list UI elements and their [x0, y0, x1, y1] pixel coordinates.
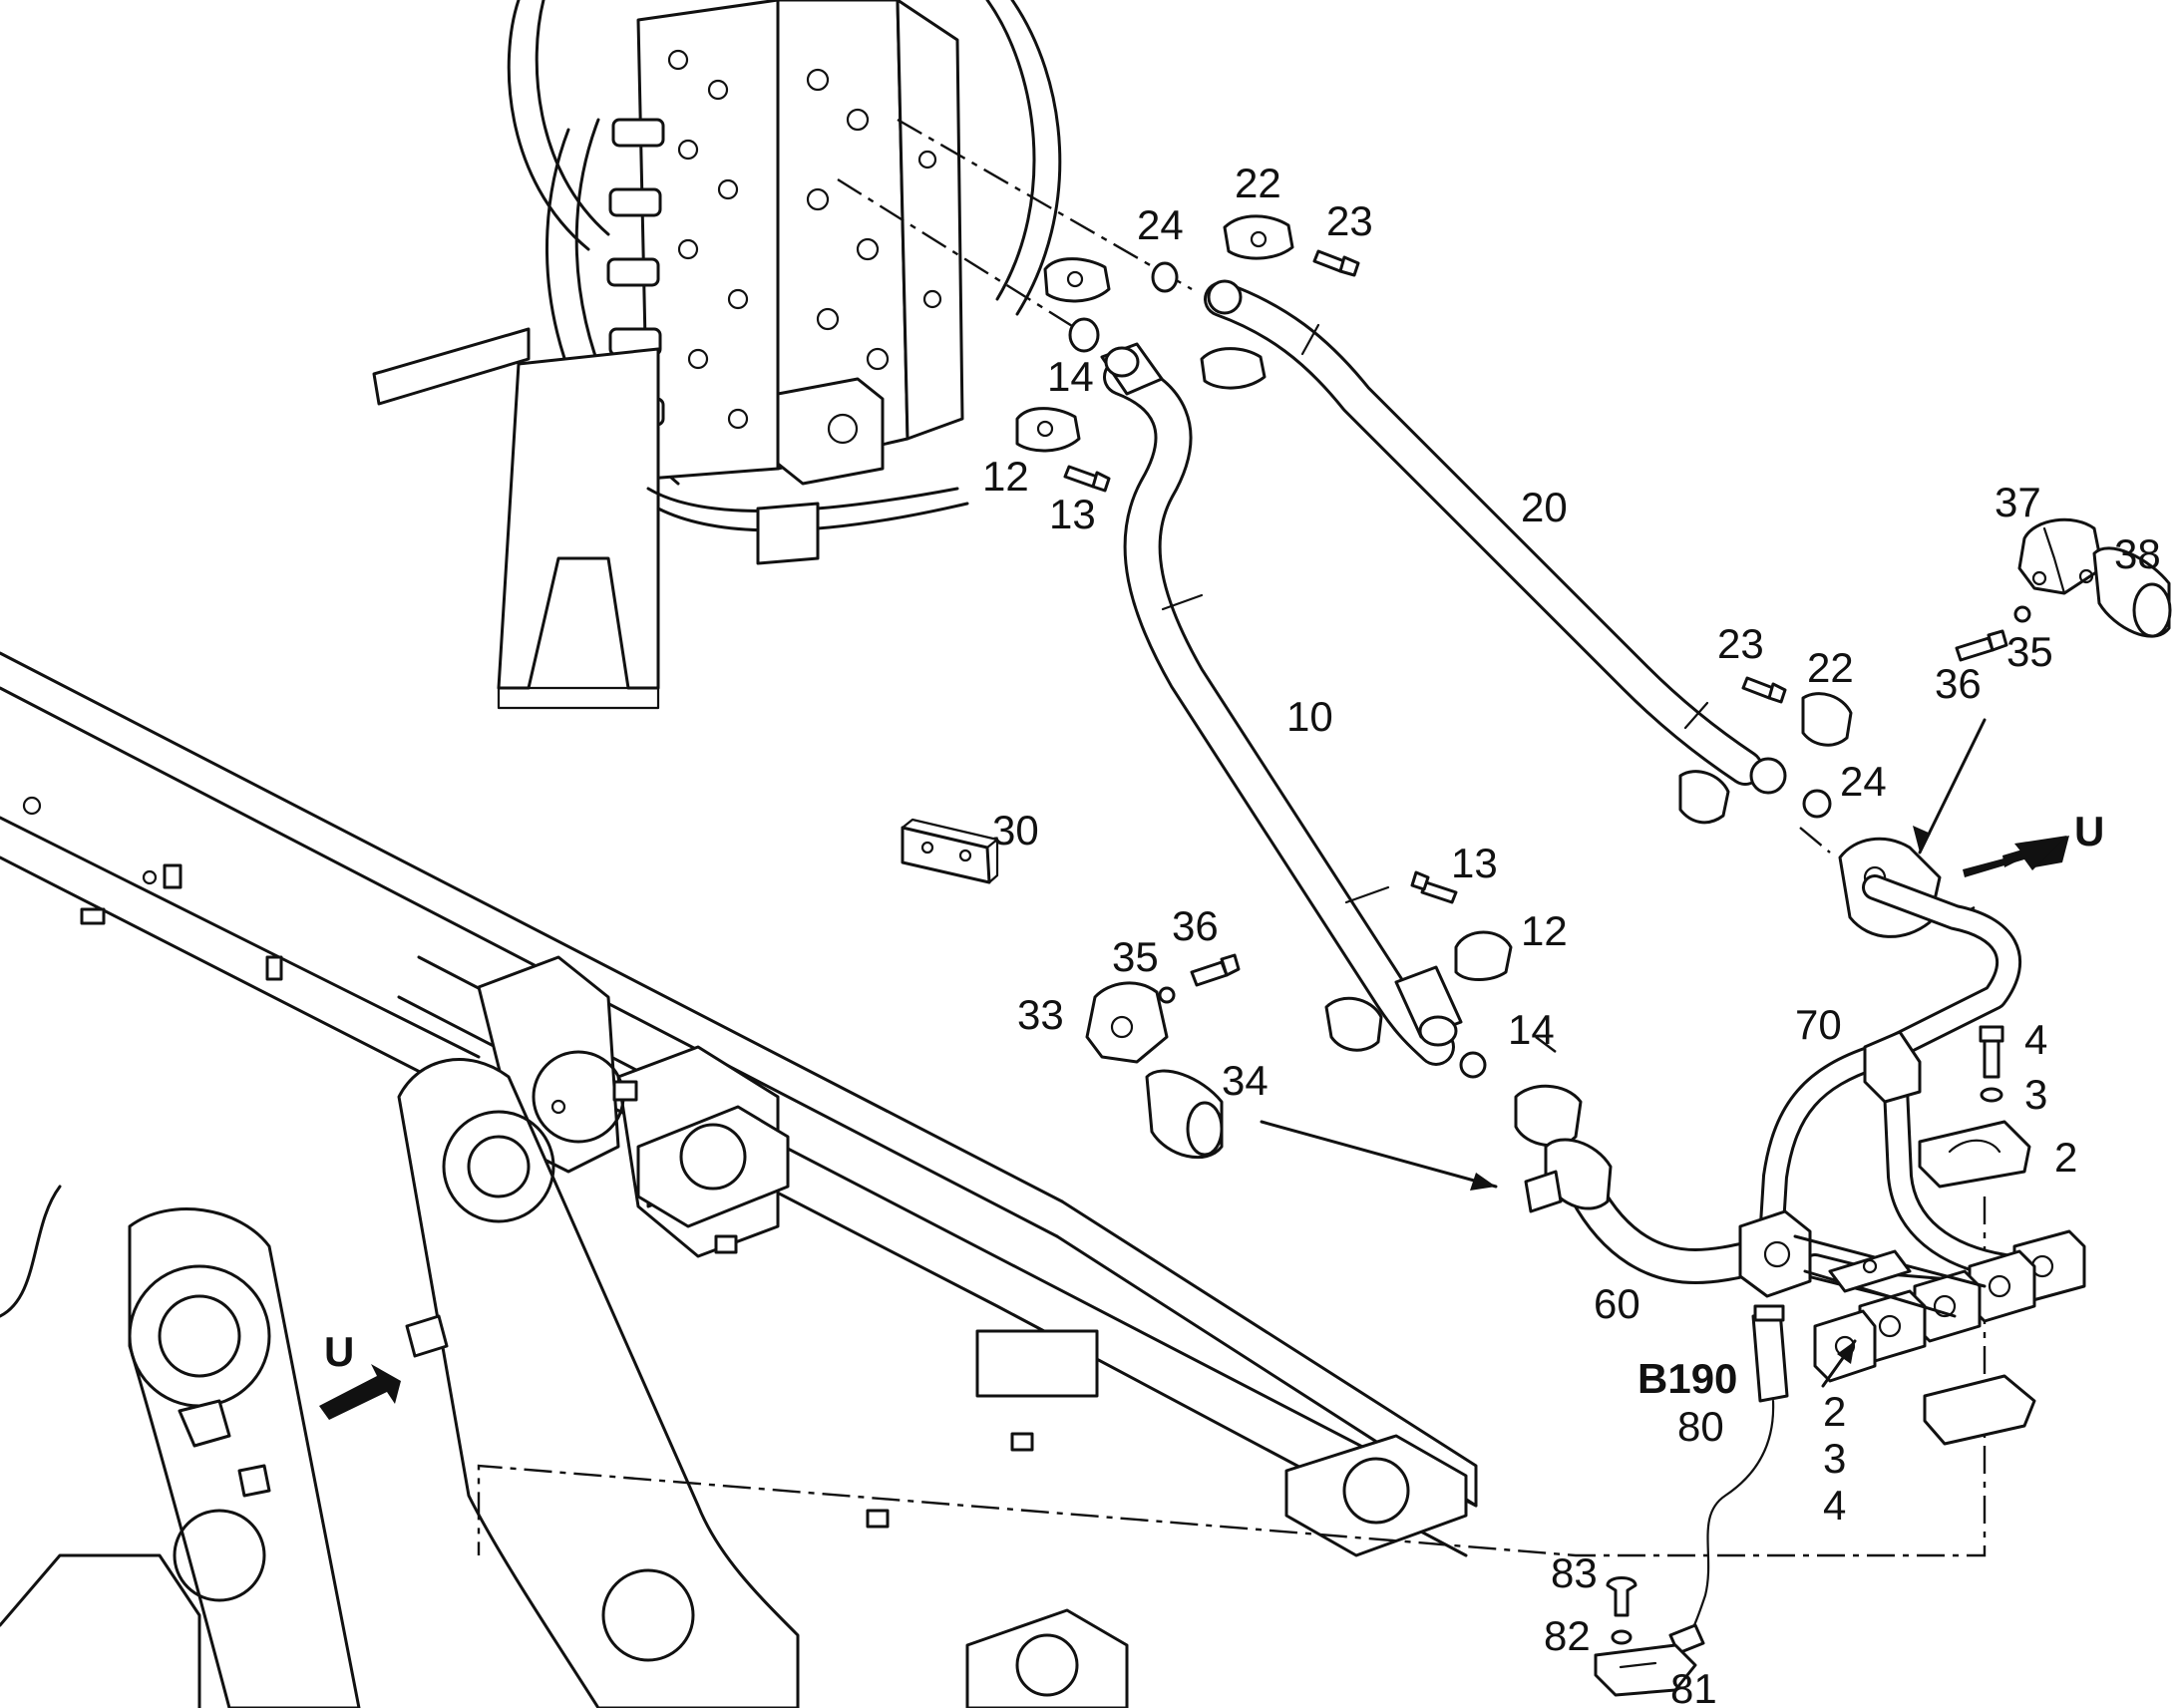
callout-14: 14 [1508, 1006, 1555, 1053]
callout-2: 2 [1823, 1388, 1846, 1435]
callout-2: 2 [2054, 1134, 2077, 1181]
callout-14: 14 [1047, 353, 1094, 400]
callout-4: 4 [2024, 1016, 2047, 1063]
callout-23: 23 [1326, 197, 1373, 244]
clamp-37-38 [1955, 517, 2172, 662]
hose-10-flange-top [1104, 346, 1140, 378]
callout-4: 4 [1823, 1482, 1846, 1529]
callout-24: 24 [1137, 201, 1184, 248]
callout-83: 83 [1551, 1549, 1598, 1596]
connector-81-82-83 [1594, 1576, 1697, 1697]
callout-36: 36 [1172, 902, 1219, 949]
bolt-13-top [1063, 465, 1099, 489]
o-ring-14-top [1068, 317, 1100, 353]
callout-u: U [324, 1328, 354, 1375]
callout-38: 38 [2114, 530, 2161, 577]
callout-labels: 24 22 23 14 12 13 20 37 38 23 22 35 36 1… [324, 160, 2161, 1708]
manifold-block [1738, 1209, 1812, 1298]
bolt-4-top [1983, 1035, 2000, 1079]
callout-33: 33 [1017, 991, 1064, 1038]
screw-83 [1606, 1576, 1637, 1617]
bolt-36-middle [1190, 960, 1229, 987]
callout-36: 36 [1935, 660, 1982, 707]
hose-20-flange-top [1207, 279, 1243, 315]
u-arrow-left [319, 1364, 401, 1420]
hose-10 [1103, 358, 1455, 1066]
callout-22: 22 [1235, 160, 1281, 206]
callout-13: 13 [1451, 840, 1498, 886]
callout-34: 34 [1222, 1057, 1269, 1104]
callout-13: 13 [1049, 491, 1096, 537]
o-ring-24-top [1151, 261, 1179, 293]
washer-35-top [2013, 605, 2031, 623]
coupling-33-34 [1085, 953, 1241, 1160]
callout-10: 10 [1286, 693, 1333, 740]
callout-82: 82 [1544, 1612, 1591, 1659]
frame-bolts [22, 796, 1034, 1529]
callout-30: 30 [992, 807, 1039, 854]
flange-parts-top [1015, 214, 1360, 493]
callout-22: 22 [1807, 644, 1854, 691]
callout-3: 3 [1823, 1435, 1846, 1482]
valve-bolt-pattern [667, 49, 942, 430]
callout-3: 3 [2024, 1071, 2047, 1118]
hose-10-flange-bottom [1418, 1015, 1458, 1047]
washer-3-top [1980, 1087, 2003, 1103]
callout-35: 35 [1112, 933, 1159, 980]
spacer-plate-30 [901, 818, 999, 884]
clamp-2-3-4-top [1918, 1025, 2031, 1189]
callout-24: 24 [1840, 758, 1887, 805]
callout-80: 80 [1677, 1403, 1724, 1450]
callout-12: 12 [982, 453, 1029, 500]
callout-35: 35 [2006, 628, 2053, 675]
bolt-36-top [1955, 636, 1995, 662]
callout-60: 60 [1594, 1280, 1640, 1327]
callout-37: 37 [1995, 479, 2041, 525]
washer-82 [1611, 1629, 1633, 1645]
pipe-assembly-60-70 [1568, 874, 2086, 1383]
u-arrow-right [1963, 836, 2069, 877]
washer-35-middle [1158, 986, 1176, 1004]
control-valve-assembly [372, 0, 1062, 710]
connector-81 [1594, 1643, 1697, 1697]
leader-arrows [1260, 718, 1987, 1388]
flange-parts-lower [1324, 870, 1613, 1213]
upper-carriage-frame [0, 651, 1478, 1708]
callout-20: 20 [1521, 484, 1568, 530]
o-ring-24-middle [1802, 789, 1832, 819]
pressure-sensor-b190 [1668, 1304, 1789, 1655]
callout-23: 23 [1717, 620, 1764, 667]
o-ring-14-lower [1459, 1051, 1487, 1079]
callout-u: U [2074, 808, 2104, 854]
callout-b190: B190 [1637, 1355, 1737, 1402]
hose-20-flange-bottom [1749, 757, 1787, 795]
callout-12: 12 [1521, 907, 1568, 954]
hose-20 [1204, 281, 1763, 786]
clamp-2-bottom [1923, 1374, 2036, 1446]
callout-70: 70 [1795, 1001, 1842, 1048]
callout-81: 81 [1670, 1665, 1717, 1708]
